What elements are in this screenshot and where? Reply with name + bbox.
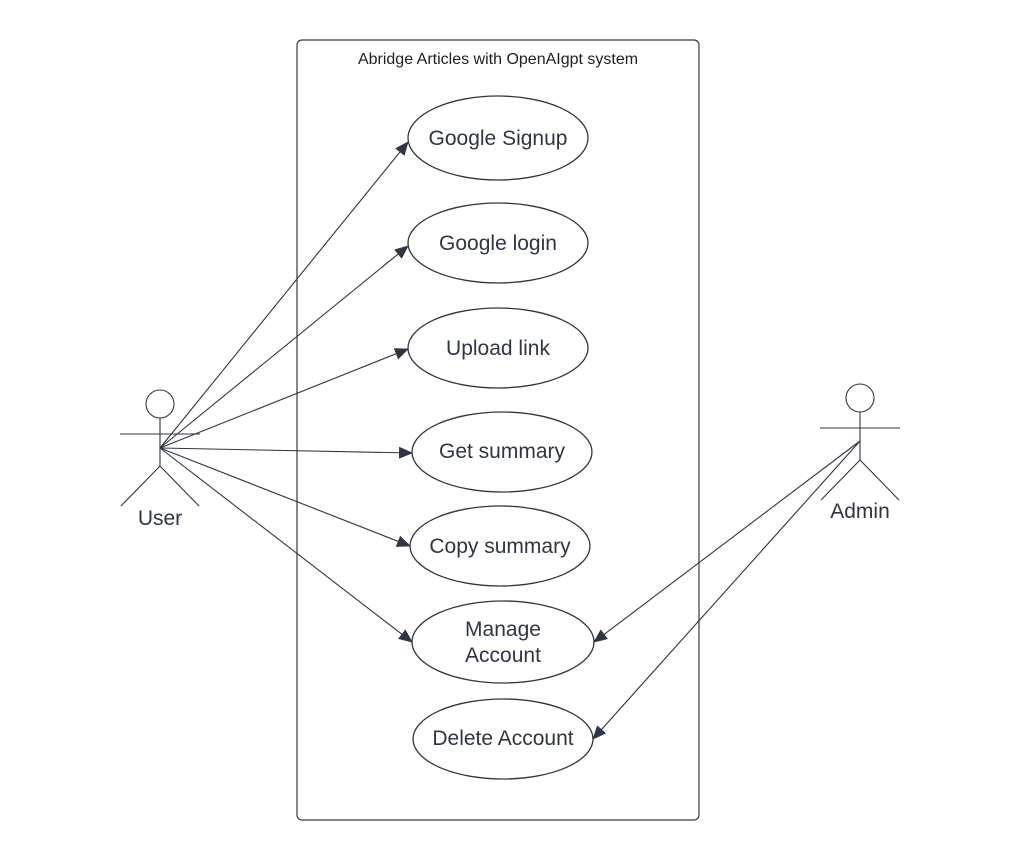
use-case-manage-account: Manage Account xyxy=(411,600,595,684)
use-case-label-line-1: Manage xyxy=(465,618,541,641)
use-case-upload-link: Upload link xyxy=(407,307,589,389)
actor-left-leg xyxy=(120,465,161,507)
use-case-get-summary: Get summary xyxy=(411,411,593,493)
use-case-ellipse xyxy=(412,698,594,780)
actor-head xyxy=(845,383,875,413)
use-case-ellipse xyxy=(411,411,593,493)
use-case-google-signup: Google Signup xyxy=(407,95,589,181)
actor-admin: Admin xyxy=(820,383,900,523)
association-user-to-upload-link xyxy=(159,348,409,449)
use-case-label: Get summary xyxy=(439,440,566,463)
use-case-label-line-2: Account xyxy=(465,644,541,667)
association-user-to-google-login xyxy=(159,245,409,449)
association-admin-to-delete-account xyxy=(592,440,861,740)
association-user-to-copy-summary xyxy=(159,447,411,547)
actor-right-leg xyxy=(859,459,900,501)
use-case-google-login: Google login xyxy=(407,202,589,284)
use-case-ellipse xyxy=(411,600,595,684)
association-admin-to-manage-account xyxy=(593,440,861,643)
association-user-to-manage-account xyxy=(159,447,413,643)
use-case-copy-summary: Copy summary xyxy=(409,505,591,587)
use-case-label: Delete Account xyxy=(432,727,573,750)
actor-label: Admin xyxy=(830,500,890,523)
use-case-label: Google Signup xyxy=(429,127,568,150)
actor-right-leg xyxy=(159,465,200,507)
use-case-ellipse xyxy=(409,505,591,587)
actor-label: User xyxy=(138,507,182,530)
associations xyxy=(159,141,861,740)
use-case-label: Copy summary xyxy=(429,535,571,558)
use-case-ellipse xyxy=(407,95,589,181)
system-title: Abridge Articles with OpenAIgpt system xyxy=(358,51,638,68)
use-case-ellipse xyxy=(407,202,589,284)
association-user-to-google-signup xyxy=(159,141,409,449)
actor-head xyxy=(145,389,175,419)
actor-user: User xyxy=(120,389,200,530)
association-user-to-get-summary xyxy=(159,446,413,459)
actor-left-leg xyxy=(820,459,861,501)
use-case-label: Upload link xyxy=(446,337,550,360)
use-case-delete-account: Delete Account xyxy=(412,698,594,780)
use-case-label: Google login xyxy=(439,232,557,255)
use-case-ellipse xyxy=(407,307,589,389)
